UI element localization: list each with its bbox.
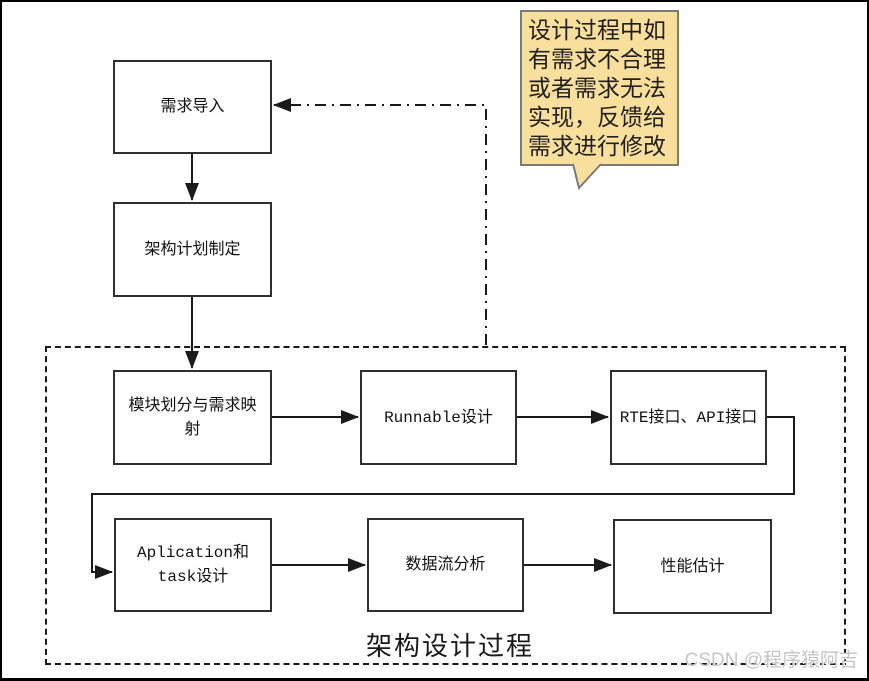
node-label: 架构计划制定 [144,240,241,259]
node-label: 模块划分与需求映射 [128,396,257,439]
node-label: Aplication和task设计 [136,544,250,586]
feedback-dashdot-arrow [273,98,487,345]
design-process-container [45,346,846,665]
design-process-caption: 架构设计过程 [365,632,534,661]
feedback-callout: 设计过程中如有需求不合理或者需求无法实现，反馈给需求进行修改 [520,10,679,166]
node-module-split-mapping: 模块划分与需求映射 [113,370,272,465]
node-application-task-design: Aplication和task设计 [114,518,272,612]
node-label: RTE接口、API接口 [619,408,758,427]
node-label: Runnable设计 [384,408,493,427]
node-architecture-plan: 架构计划制定 [113,202,272,297]
callout-tail [572,163,602,191]
csdn-watermark: CSDN @程序猿阿吉 [684,650,858,671]
node-label: 需求导入 [160,98,225,116]
node-label: 数据流分析 [405,556,486,574]
node-requirement-import: 需求导入 [113,60,272,154]
node-dataflow-analysis: 数据流分析 [367,518,524,612]
node-runnable-design: Runnable设计 [360,370,517,465]
node-rte-api-interface: RTE接口、API接口 [610,370,767,465]
node-performance-estimate: 性能估计 [613,519,772,614]
node-label: 性能估计 [660,557,725,576]
